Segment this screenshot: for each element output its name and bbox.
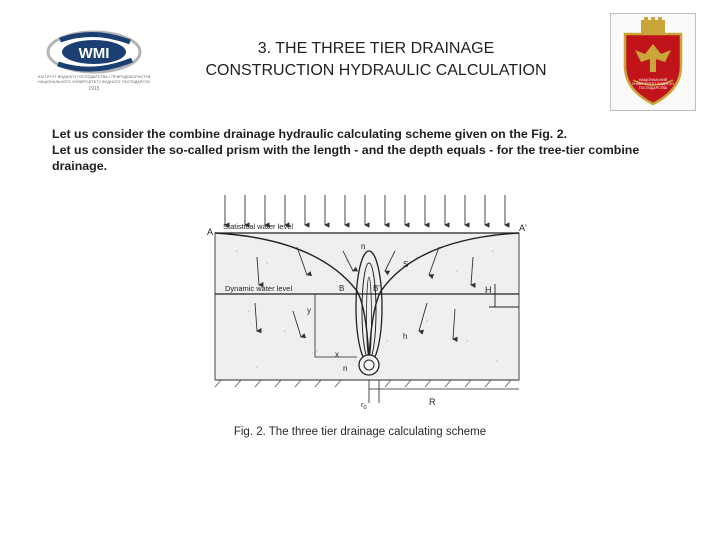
crest-motto: НАЦІОНАЛЬНИЙ УНІВЕРСИТЕТ ВОДНОГО ГОСПОДА… (631, 78, 675, 90)
logo-fine-print-1: ІНСТИТУТ ВОДНОГО ГОСПОДАРСТВА І ПРИРОДОК… (38, 75, 150, 79)
label-r0-sub: 0 (364, 405, 367, 411)
label-h: h (403, 332, 407, 341)
paragraph-1: Let us consider the combine drainage hyd… (52, 127, 568, 141)
label-r0: r0 (361, 400, 367, 411)
title-line-2: CONSTRUCTION HYDRAULIC CALCULATION (205, 62, 547, 79)
paragraph-2: Let us consider the so-called prism with… (52, 143, 640, 173)
university-crest: НАЦІОНАЛЬНИЙ УНІВЕРСИТЕТ ВОДНОГО ГОСПОДА… (610, 13, 696, 111)
label-R: R (429, 397, 436, 407)
label-A-prime: A' (519, 223, 527, 233)
university-crest-icon (623, 17, 683, 106)
page-title: 3. THE THREE TIER DRAINAGE CONSTRUCTION … (170, 38, 582, 82)
label-B: B (339, 284, 344, 293)
logo-fine-print-2: НАЦІОНАЛЬНОГО УНІВЕРСИТЕТУ ВОДНОГО ГОСПО… (38, 80, 150, 84)
label-n-bottom: n (343, 364, 347, 373)
label-r0-main: r (361, 400, 364, 409)
label-n-top: n (361, 242, 365, 251)
label-S: S (403, 260, 408, 269)
wmi-logo-icon: WMI (46, 30, 142, 74)
body-text: Let us consider the combine drainage hyd… (52, 126, 662, 174)
label-dynamic-level: Dynamic water level (225, 284, 292, 293)
label-static-level: Statistical water level (223, 222, 293, 231)
label-x: x (335, 350, 339, 359)
label-H: H (485, 285, 492, 295)
wmi-acronym: WMI (79, 45, 110, 62)
label-y: y (307, 306, 311, 315)
label-B-prime: B' (373, 284, 380, 293)
label-A: A (207, 227, 213, 237)
figure-caption: Fig. 2. The three tier drainage calculat… (233, 426, 487, 438)
drainage-scheme-figure: A A' Statistical water level Dynamic wat… (197, 191, 540, 414)
wmi-logo: WMI ІНСТИТУТ ВОДНОГО ГОСПОДАРСТВА І ПРИР… (38, 30, 150, 92)
logo-year: 1915 (88, 86, 100, 92)
title-line-1: 3. THE THREE TIER DRAINAGE (257, 40, 495, 57)
